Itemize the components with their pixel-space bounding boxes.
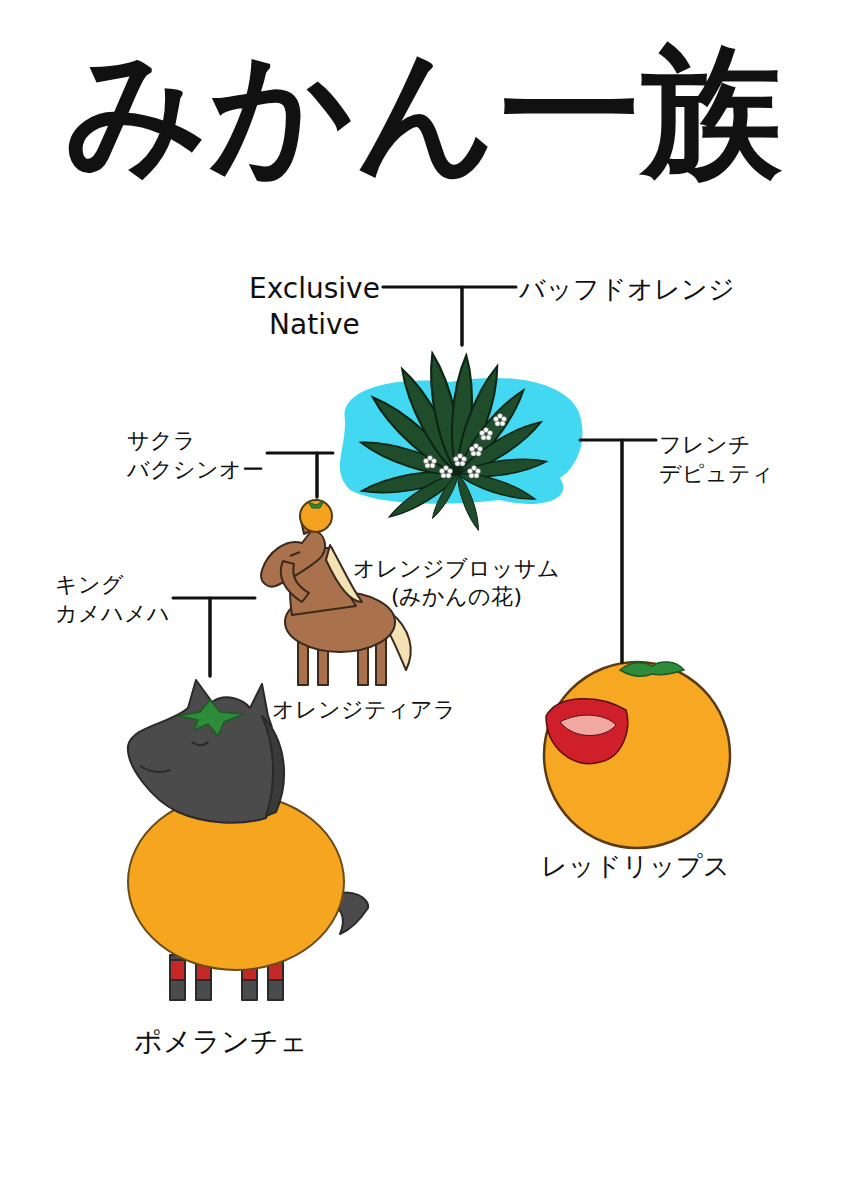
pedigree-line	[173, 598, 210, 676]
orange-horse	[128, 680, 368, 1000]
name-label-node: サクラ バクシンオー	[124, 424, 267, 487]
horse-name: サクラ バクシンオー	[127, 427, 264, 484]
brown-horse	[261, 500, 411, 685]
horse-name: バッフドオレンジ	[519, 273, 735, 307]
diagram-title: みかん一族	[0, 38, 848, 185]
horse-name: オレンジティアラ	[272, 696, 456, 725]
figure-node: オレンジブロッサム(みかんの花)	[333, 345, 580, 612]
horse-name: Exclusive Native	[249, 271, 380, 344]
pedigree-line	[317, 453, 333, 497]
figure-node: オレンジティアラ	[255, 497, 460, 725]
horse-mouth	[140, 766, 170, 772]
blossom-plant	[340, 351, 583, 531]
name-label-node: Exclusive Native	[246, 268, 383, 347]
horse-name: ポメランチェ	[134, 1024, 308, 1060]
pedigree-line	[462, 287, 516, 345]
horse-head	[128, 680, 276, 823]
name-label-node: バッフドオレンジ	[516, 270, 738, 310]
horse-foreleg	[281, 561, 309, 602]
pedigree-line	[580, 440, 622, 662]
pedigree-line	[210, 598, 255, 676]
lips-orange	[544, 662, 730, 848]
figure-node: ポメランチェ	[120, 676, 350, 1060]
orange-fruit	[544, 662, 730, 848]
pedigree-line	[267, 453, 317, 497]
orange-on-head	[300, 500, 332, 532]
horse-eye	[192, 742, 208, 745]
horse-name: オレンジブロッサム	[353, 555, 560, 584]
mouth	[560, 715, 616, 735]
horse-mane	[262, 716, 284, 816]
name-label-node: フレンチ デピュティ	[656, 428, 777, 491]
horse-eye	[290, 552, 300, 556]
blossoms	[423, 413, 506, 478]
name-label-node: キング カメハメハ	[52, 568, 173, 631]
horse-name: フレンチ デピュティ	[659, 431, 774, 488]
horse-name: キング カメハメハ	[55, 571, 170, 628]
figure-node: レッドリップス	[535, 662, 735, 884]
pedigree-line	[383, 287, 462, 345]
horse-name: (みかんの花)	[391, 583, 522, 612]
orange-calyx	[620, 662, 684, 676]
pedigree-line	[622, 440, 656, 662]
leaf-hat	[178, 700, 244, 736]
horse-name: レッドリップス	[541, 850, 730, 884]
red-lips	[546, 699, 628, 764]
orange-calyx	[308, 501, 324, 508]
